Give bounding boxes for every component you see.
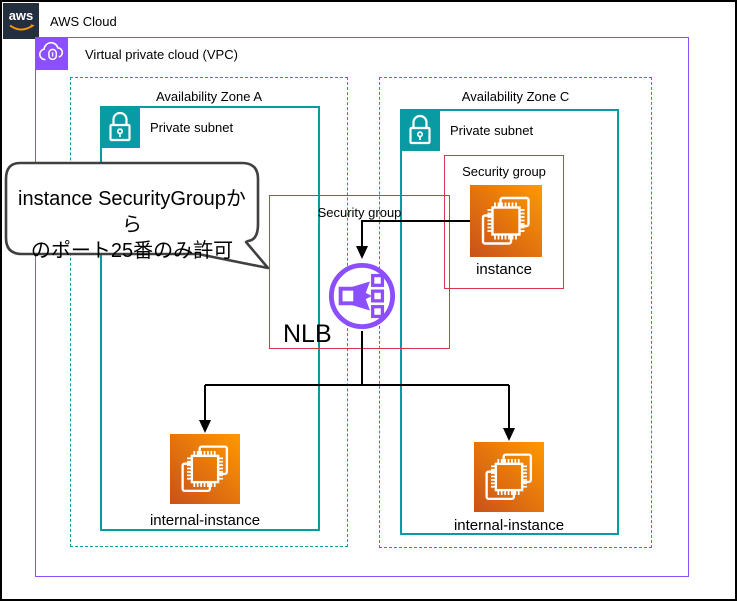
security-group-instance-label: Security group — [462, 164, 546, 179]
security-group-nlb-label: Security group — [317, 205, 402, 220]
ec2-instance-icon — [470, 185, 542, 257]
internal-instance-a-label: internal-instance — [149, 512, 261, 529]
ec2-internal-instance-c-icon — [474, 442, 544, 512]
callout-line-2: のポート25番のみ許可 — [30, 240, 234, 262]
private-subnet-a-label: Private subnet — [150, 120, 234, 135]
lock-icon — [400, 109, 440, 151]
aws-cloud-label: AWS Cloud — [50, 14, 117, 29]
callout-text: instance SecurityGroupから のポート25番のみ許可 — [10, 186, 254, 264]
callout-line-1: instance SecurityGroupから — [18, 188, 246, 236]
availability-zone-a-label: Availability Zone A — [156, 89, 262, 104]
vpc-boundary — [35, 37, 689, 577]
nlb-label: NLB — [283, 320, 332, 348]
network-load-balancer-icon — [327, 261, 397, 331]
availability-zone-c-label: Availability Zone C — [461, 89, 570, 104]
private-subnet-c-boundary — [400, 109, 619, 535]
vpc-cloud-lock-icon — [35, 37, 68, 70]
private-subnet-a-boundary — [100, 106, 320, 531]
aws-logo-icon: aws — [3, 3, 39, 39]
vpc-label: Virtual private cloud (VPC) — [85, 47, 238, 62]
security-group-nlb-boundary — [269, 195, 450, 349]
private-subnet-c-label: Private subnet — [450, 123, 534, 138]
ec2-internal-instance-a-icon — [170, 434, 240, 504]
internal-instance-c-label: internal-instance — [453, 517, 565, 534]
lock-icon — [100, 106, 140, 148]
instance-label: instance — [476, 261, 532, 278]
svg-text:aws: aws — [9, 8, 34, 23]
